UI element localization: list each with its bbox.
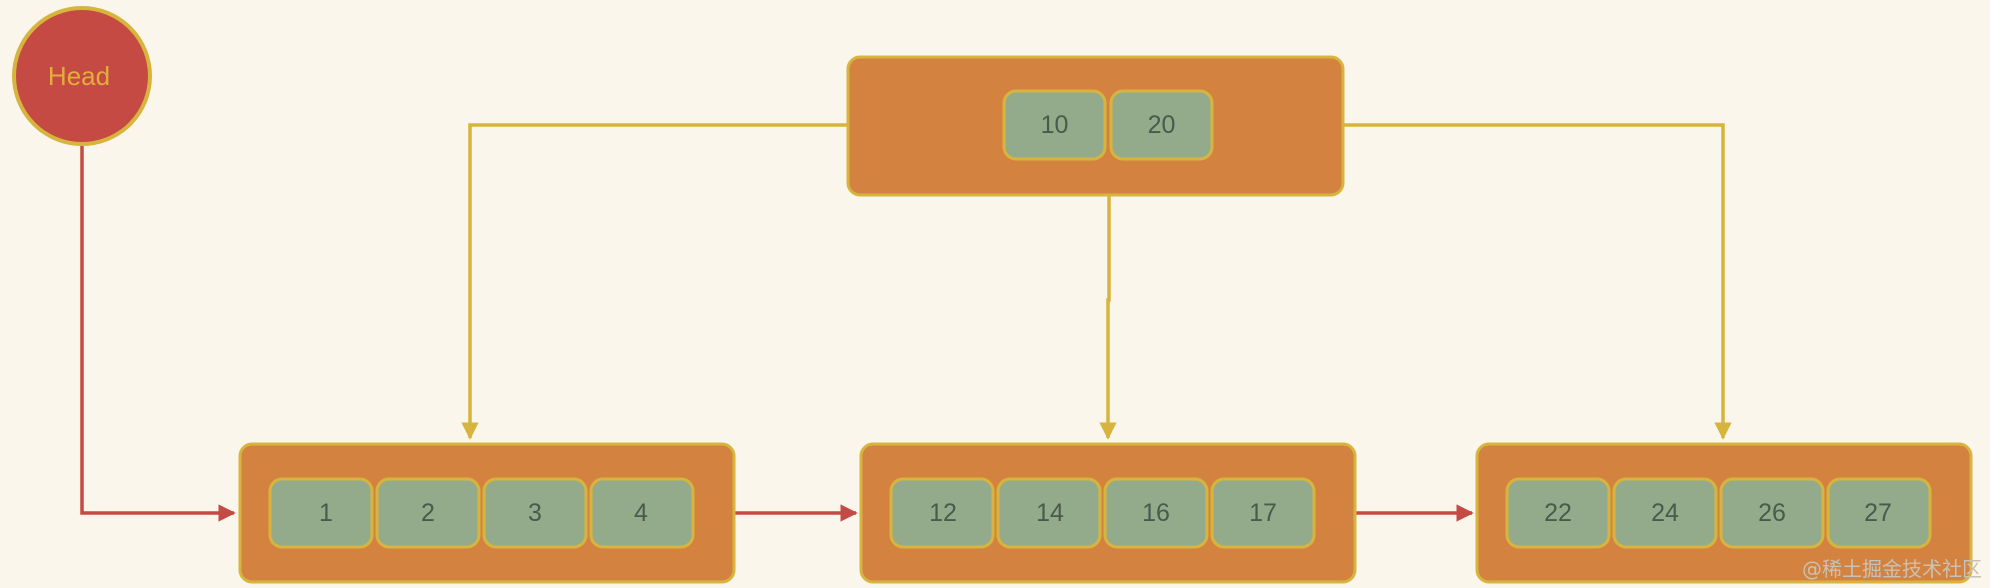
head-circle bbox=[12, 6, 152, 146]
head-link-arrow bbox=[80, 145, 236, 522]
leaf-key-cell bbox=[889, 477, 995, 549]
root-key-label: 20 bbox=[1148, 111, 1176, 139]
leaf-key-cell bbox=[1719, 477, 1825, 549]
head-label: Head bbox=[48, 61, 110, 91]
leaf-node-3: 22 24 26 27 bbox=[1475, 442, 1973, 584]
head-node: Head bbox=[12, 6, 152, 146]
leaf-key-cell bbox=[1826, 477, 1932, 549]
pointer-root-to-leaf-2 bbox=[1099, 165, 1117, 440]
leaf-node-1: 1 2 3 4 bbox=[238, 442, 736, 584]
leaf-key-cell bbox=[1210, 477, 1316, 549]
root-key-label: 10 bbox=[1041, 111, 1069, 139]
root-key-cell bbox=[1002, 89, 1107, 161]
leaf-key-cell bbox=[1103, 477, 1209, 549]
leaf-key-label: 12 bbox=[929, 499, 957, 527]
leaf-key-label: 22 bbox=[1544, 499, 1572, 527]
leaf-key-cell bbox=[482, 477, 588, 549]
root-key-cell bbox=[1109, 89, 1214, 161]
leaf-key-cell bbox=[589, 477, 695, 549]
leaf-key-label: 1 bbox=[319, 499, 333, 527]
leaf-key-label: 26 bbox=[1758, 499, 1786, 527]
leaf-key-label: 24 bbox=[1651, 499, 1679, 527]
pointer-root-to-leaf-1 bbox=[461, 123, 1003, 440]
leaf-key-label: 4 bbox=[634, 499, 648, 527]
leaf-key-label: 3 bbox=[528, 499, 542, 527]
pointer-root-to-leaf-3 bbox=[1212, 123, 1732, 440]
leaf-node-2: 12 14 16 17 bbox=[859, 442, 1357, 584]
leaf-key-label: 17 bbox=[1249, 499, 1277, 527]
leaf-key-cell bbox=[996, 477, 1102, 549]
leaf-key-cell bbox=[1505, 477, 1611, 549]
leaf-key-label: 14 bbox=[1036, 499, 1064, 527]
leaf-key-cell bbox=[375, 477, 481, 549]
leaf-key-label: 16 bbox=[1142, 499, 1170, 527]
leaf-key-cell bbox=[1612, 477, 1718, 549]
root-node: 10 20 bbox=[846, 55, 1345, 197]
leaf-key-cell bbox=[268, 477, 374, 549]
leaf-key-label: 2 bbox=[421, 499, 435, 527]
watermark: @稀土掘金技术社区 bbox=[1802, 557, 1982, 581]
leaf-key-label: 27 bbox=[1864, 499, 1892, 527]
